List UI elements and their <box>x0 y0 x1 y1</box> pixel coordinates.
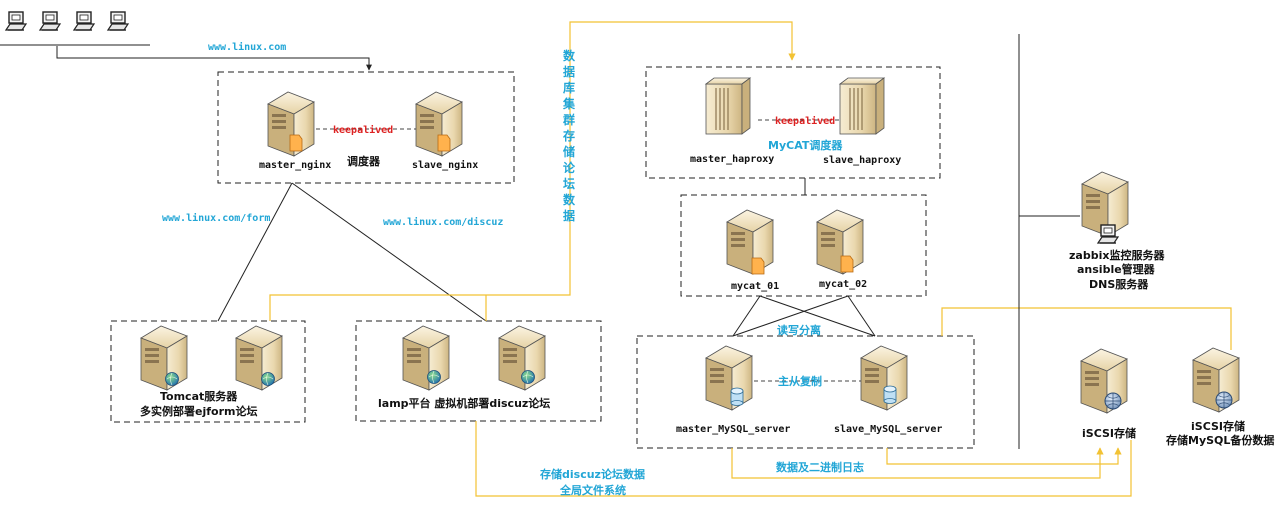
desktop-computer-icon <box>5 11 27 31</box>
document-icon <box>437 134 451 152</box>
globe-icon <box>261 372 275 386</box>
svg-text:据: 据 <box>563 208 575 223</box>
globe-icon <box>427 370 441 384</box>
tomcat-label-2: 多实例部署ejform论坛 <box>140 404 257 418</box>
tomcat-label-1: Tomcat服务器 <box>160 389 238 403</box>
mycat-server-icon <box>726 209 774 275</box>
desktop-computer-icon <box>73 11 95 31</box>
tomcat-server-icon <box>140 325 188 391</box>
haproxy-group-box <box>645 66 941 179</box>
master-mysql-server-icon <box>705 345 753 411</box>
globe-icon <box>521 370 535 384</box>
monitor-workstation-icon <box>1097 224 1119 244</box>
zabbix-label: zabbix监控服务器 <box>1069 248 1165 262</box>
database-icon <box>730 387 744 406</box>
svg-text:集: 集 <box>562 96 576 111</box>
mysql-backup-link <box>941 307 1232 350</box>
vertical-db-storage-label: 数 据 库 集 群 存 储 论 坛 数 据 <box>562 48 576 223</box>
binlog-link <box>731 447 1104 479</box>
network-globe-icon <box>1104 392 1122 410</box>
document-icon <box>289 134 303 152</box>
master-haproxy-label: master_haproxy <box>690 154 774 165</box>
lamp-label: lamp平台 虚拟机部署discuz论坛 <box>378 396 550 410</box>
mysql-group-box <box>636 335 975 449</box>
binlog-link-2 <box>886 447 1122 465</box>
svg-text:存: 存 <box>562 128 575 143</box>
desktop-computer-icon <box>107 11 129 31</box>
slave-nginx-label: slave_nginx <box>412 159 478 171</box>
desktop-computer-icon <box>39 11 61 31</box>
slave-haproxy-label: slave_haproxy <box>823 155 901 166</box>
discuz-storage-link <box>475 421 1132 497</box>
svg-text:数: 数 <box>563 48 576 63</box>
keepalived-label-nginx: keepalived <box>333 124 393 136</box>
mycat-server-icon <box>816 209 864 275</box>
route-discuz-line <box>291 182 487 322</box>
url-label: www.linux.com <box>208 41 286 53</box>
svg-text:坛: 坛 <box>563 176 575 191</box>
route-form-label: www.linux.com/form <box>162 212 270 224</box>
slave-mysql-label: slave_MySQL_server <box>834 424 942 435</box>
keepalived-label-haproxy: keepalived <box>775 115 835 127</box>
binlog-label: 数据及二进制日志 <box>776 460 864 474</box>
master-nginx-label: master_nginx <box>259 159 331 171</box>
client-computers <box>0 11 150 46</box>
mycat-02-label: mycat_02 <box>819 279 867 290</box>
iscsi-label: iSCSI存储 <box>1082 426 1136 440</box>
iscsi-backup-label-2: 存储MySQL备份数据 <box>1166 433 1274 447</box>
route-form-line <box>217 182 293 322</box>
globe-icon <box>165 372 179 386</box>
rw-split-label: 读写分离 <box>777 323 821 337</box>
svg-text:储: 储 <box>563 144 575 159</box>
lb-group-box <box>217 71 515 184</box>
network-globe-icon <box>1215 391 1233 409</box>
svg-text:论: 论 <box>563 160 576 175</box>
lamp-group-box <box>355 320 602 422</box>
master-mysql-label: master_MySQL_server <box>676 424 790 435</box>
tomcat-group-box <box>110 320 306 423</box>
dns-label: DNS服务器 <box>1089 277 1149 291</box>
slave-haproxy-rack-icon <box>839 77 885 135</box>
mycat-group-box <box>680 194 927 297</box>
mycat-01-label: mycat_01 <box>731 281 779 292</box>
mycat-scheduler-label: MyCAT调度器 <box>768 138 843 152</box>
database-icon <box>883 385 897 404</box>
client-to-lb-arrow <box>56 46 372 71</box>
master-haproxy-rack-icon <box>705 77 751 135</box>
discuz-storage-label-2: 全局文件系统 <box>559 483 626 497</box>
route-discuz-label: www.linux.com/discuz <box>383 216 503 228</box>
tomcat-server-icon <box>235 325 283 391</box>
iscsi-backup-label-1: iSCSI存储 <box>1191 419 1245 433</box>
scheduler-label: 调度器 <box>347 154 381 168</box>
svg-text:群: 群 <box>562 112 575 127</box>
svg-text:库: 库 <box>563 80 575 95</box>
discuz-storage-label-1: 存储discuz论坛数据 <box>540 467 645 481</box>
db-storage-link <box>269 21 796 321</box>
lamp-server-icon <box>402 325 450 391</box>
svg-text:数: 数 <box>563 192 576 207</box>
svg-text:据: 据 <box>563 64 575 79</box>
document-icon <box>751 257 765 275</box>
document-icon <box>840 255 854 273</box>
ansible-label: ansible管理器 <box>1077 262 1156 276</box>
replication-label: 主从复制 <box>778 374 822 388</box>
